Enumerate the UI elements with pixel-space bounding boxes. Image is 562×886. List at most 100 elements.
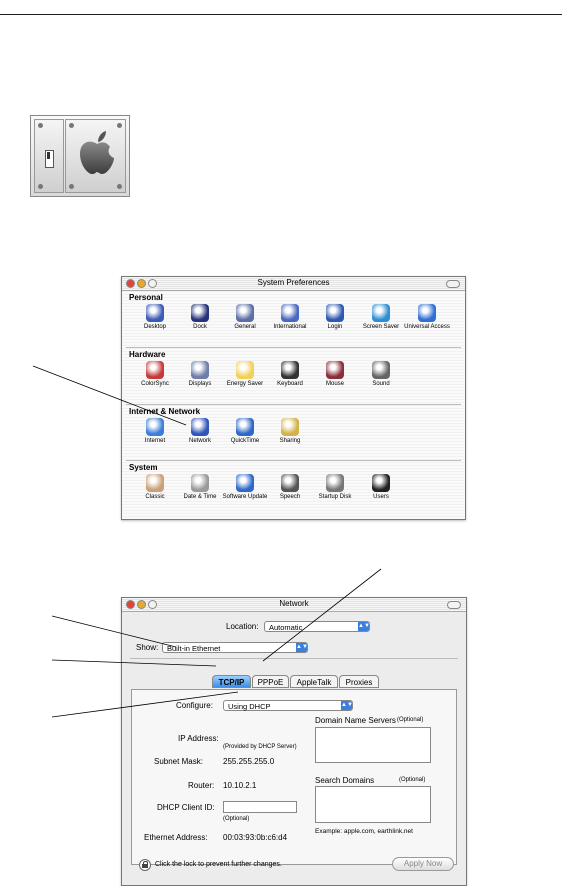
pref-pane-internet[interactable]: Internet xyxy=(132,418,178,445)
pref-pane-label: International xyxy=(273,324,307,330)
pref-pane-sound[interactable]: Sound xyxy=(358,361,404,388)
login-icon xyxy=(326,304,344,322)
lock-text: Click the lock to prevent further change… xyxy=(155,861,282,868)
pref-pane-users[interactable]: Users xyxy=(358,474,404,501)
location-label: Location: xyxy=(226,622,259,631)
ip-address-note: (Provided by DHCP Server) xyxy=(223,744,297,750)
network-titlebar: Network xyxy=(122,598,466,612)
startup-disk-icon xyxy=(326,474,344,492)
pref-pane-startup-disk[interactable]: Startup Disk xyxy=(312,474,358,501)
tab-tcpip[interactable]: TCP/IP xyxy=(212,675,251,688)
pref-pane-label: Internet xyxy=(144,438,166,444)
pref-pane-keyboard[interactable]: Keyboard xyxy=(267,361,313,388)
dhcp-client-id-field[interactable] xyxy=(223,801,297,813)
general-icon xyxy=(236,304,254,322)
users-icon xyxy=(372,474,390,492)
pref-pane-international[interactable]: International xyxy=(267,304,313,331)
popup-arrows-icon: ▲▼ xyxy=(341,701,353,710)
pref-pane-dock[interactable]: Dock xyxy=(177,304,223,331)
minimize-button[interactable] xyxy=(137,600,146,609)
toolbar-toggle-button[interactable] xyxy=(446,280,460,288)
pref-pane-sharing[interactable]: Sharing xyxy=(267,418,313,445)
classic-icon xyxy=(146,474,164,492)
configure-popup[interactable]: Using DHCP ▲▼ xyxy=(223,700,353,711)
section-divider xyxy=(126,460,461,461)
pref-pane-label: Sharing xyxy=(279,438,301,444)
dns-servers-field[interactable] xyxy=(315,727,431,763)
pref-pane-speech[interactable]: Speech xyxy=(267,474,313,501)
apply-now-button[interactable]: Apply Now xyxy=(392,857,454,871)
pref-pane-label: Screen Saver xyxy=(362,324,400,330)
pref-pane-universal-access[interactable]: Universal Access xyxy=(404,304,450,331)
tab-appletalk[interactable]: AppleTalk xyxy=(290,675,338,688)
pref-pane-label: Sound xyxy=(372,381,390,387)
pref-pane-energy-saver[interactable]: Energy Saver xyxy=(222,361,268,388)
universal-access-icon xyxy=(418,304,436,322)
show-value: Built-in Ethernet xyxy=(167,644,221,653)
zoom-button[interactable] xyxy=(148,279,157,288)
zoom-button[interactable] xyxy=(148,600,157,609)
pref-pane-quicktime[interactable]: QuickTime xyxy=(222,418,268,445)
show-popup[interactable]: Built-in Ethernet ▲▼ xyxy=(162,642,308,653)
configure-label: Configure: xyxy=(176,701,213,710)
toolbar-toggle-button[interactable] xyxy=(447,601,461,609)
screen-saver-icon xyxy=(372,304,390,322)
example-text: Example: apple.com, earthlink.net xyxy=(315,828,413,835)
minimize-button[interactable] xyxy=(137,279,146,288)
pref-pane-label: Classic xyxy=(145,494,165,500)
search-domains-field[interactable] xyxy=(315,786,431,823)
pref-pane-mouse[interactable]: Mouse xyxy=(312,361,358,388)
pref-pane-screen-saver[interactable]: Screen Saver xyxy=(358,304,404,331)
subnet-mask-value: 255.255.255.0 xyxy=(223,757,275,766)
pref-pane-classic[interactable]: Classic xyxy=(132,474,178,501)
configure-value: Using DHCP xyxy=(228,702,271,711)
dock-icon xyxy=(191,304,209,322)
popup-arrows-icon: ▲▼ xyxy=(358,622,370,631)
location-popup[interactable]: Automatic ▲▼ xyxy=(264,621,370,632)
popup-arrows-icon: ▲▼ xyxy=(296,643,308,652)
pref-pane-login[interactable]: Login xyxy=(312,304,358,331)
dhcp-client-id-note: (Optional) xyxy=(223,816,250,822)
pref-pane-colorsync[interactable]: ColorSync xyxy=(132,361,178,388)
tab-proxies[interactable]: Proxies xyxy=(339,675,379,688)
pref-pane-label: Desktop xyxy=(143,324,166,330)
quicktime-icon xyxy=(236,418,254,436)
desktop-icon xyxy=(146,304,164,322)
pref-pane-general[interactable]: General xyxy=(222,304,268,331)
pref-pane-displays[interactable]: Displays xyxy=(177,361,223,388)
lock-icon[interactable] xyxy=(139,859,151,871)
colorsync-icon xyxy=(146,361,164,379)
pref-pane-desktop[interactable]: Desktop xyxy=(132,304,178,331)
pref-pane-label: Startup Disk xyxy=(318,494,352,500)
pref-pane-label: Mouse xyxy=(325,381,344,387)
apple-logo-icon xyxy=(80,131,114,175)
close-button[interactable] xyxy=(126,600,135,609)
pref-pane-label: ColorSync xyxy=(141,381,169,387)
pref-pane-date-time[interactable]: Date & Time xyxy=(177,474,223,501)
pref-pane-network[interactable]: Network xyxy=(177,418,223,445)
network-window: Network Location: Automatic ▲▼ Show: Bui… xyxy=(121,597,467,886)
ethernet-address-label: Ethernet Address: xyxy=(144,833,208,842)
ethernet-address-value: 00:03:93:0b:c6:d4 xyxy=(223,833,288,842)
pref-pane-label: Keyboard xyxy=(277,381,303,387)
pref-pane-label: Energy Saver xyxy=(226,381,264,387)
sysprefs-titlebar: System Preferences xyxy=(122,277,465,291)
pref-pane-label: General xyxy=(234,324,256,330)
light-switch-icon xyxy=(45,150,54,168)
close-button[interactable] xyxy=(126,279,135,288)
pref-pane-software-update[interactable]: Software Update xyxy=(222,474,268,501)
software-update-icon xyxy=(236,474,254,492)
ip-address-label: IP Address: xyxy=(178,734,219,743)
internet-icon xyxy=(146,418,164,436)
pref-pane-label: Network xyxy=(188,438,211,444)
network-body: Location: Automatic ▲▼ Show: Built-in Et… xyxy=(122,612,466,885)
search-domains-label: Search Domains xyxy=(315,776,375,785)
section-title: System xyxy=(129,463,158,472)
pref-pane-label: Displays xyxy=(188,381,212,387)
dns-label: Domain Name Servers xyxy=(315,716,396,725)
tab-pppoe[interactable]: PPPoE xyxy=(252,675,289,688)
